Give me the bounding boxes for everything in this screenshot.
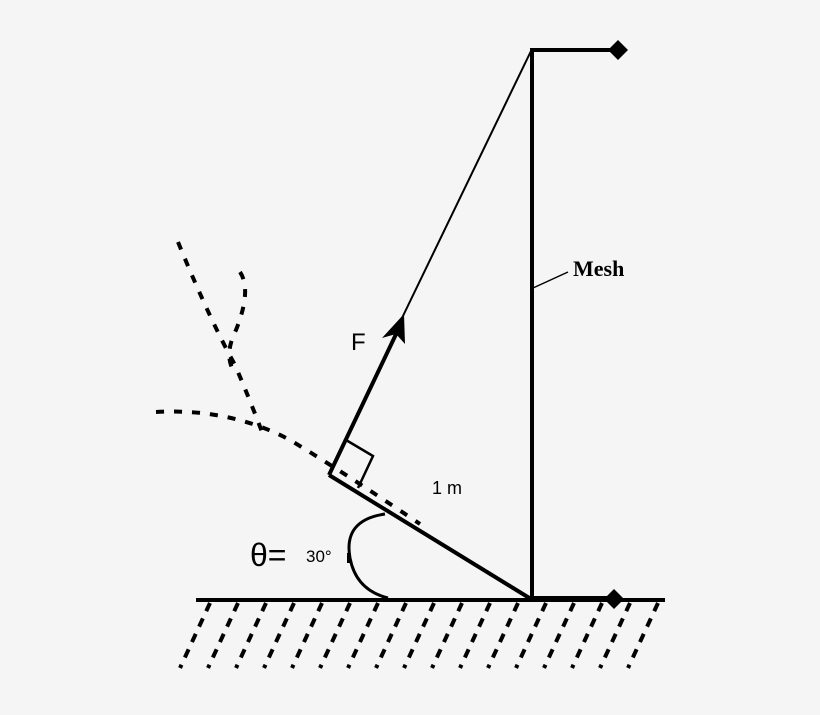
ground-hatching bbox=[178, 602, 660, 669]
mesh-leader-line bbox=[532, 271, 569, 289]
right-angle-marker bbox=[345, 438, 375, 489]
force-arrow-head-icon bbox=[382, 314, 405, 344]
top-pin-joint-icon bbox=[608, 40, 628, 60]
angle-arc bbox=[347, 512, 389, 600]
rod bbox=[327, 473, 533, 601]
theta-symbol: θ= bbox=[250, 537, 286, 573]
length-label: 1 m bbox=[432, 478, 462, 498]
dashed-trajectories bbox=[155, 241, 422, 526]
force-arrow-shaft bbox=[327, 329, 400, 476]
mesh-label: Mesh bbox=[573, 256, 624, 281]
theta-value: 30° bbox=[306, 547, 332, 566]
cable bbox=[401, 50, 532, 319]
bottom-pin-joint-icon bbox=[604, 589, 624, 609]
force-label: F bbox=[351, 329, 366, 356]
angle-arc-gap-mark bbox=[347, 553, 351, 563]
